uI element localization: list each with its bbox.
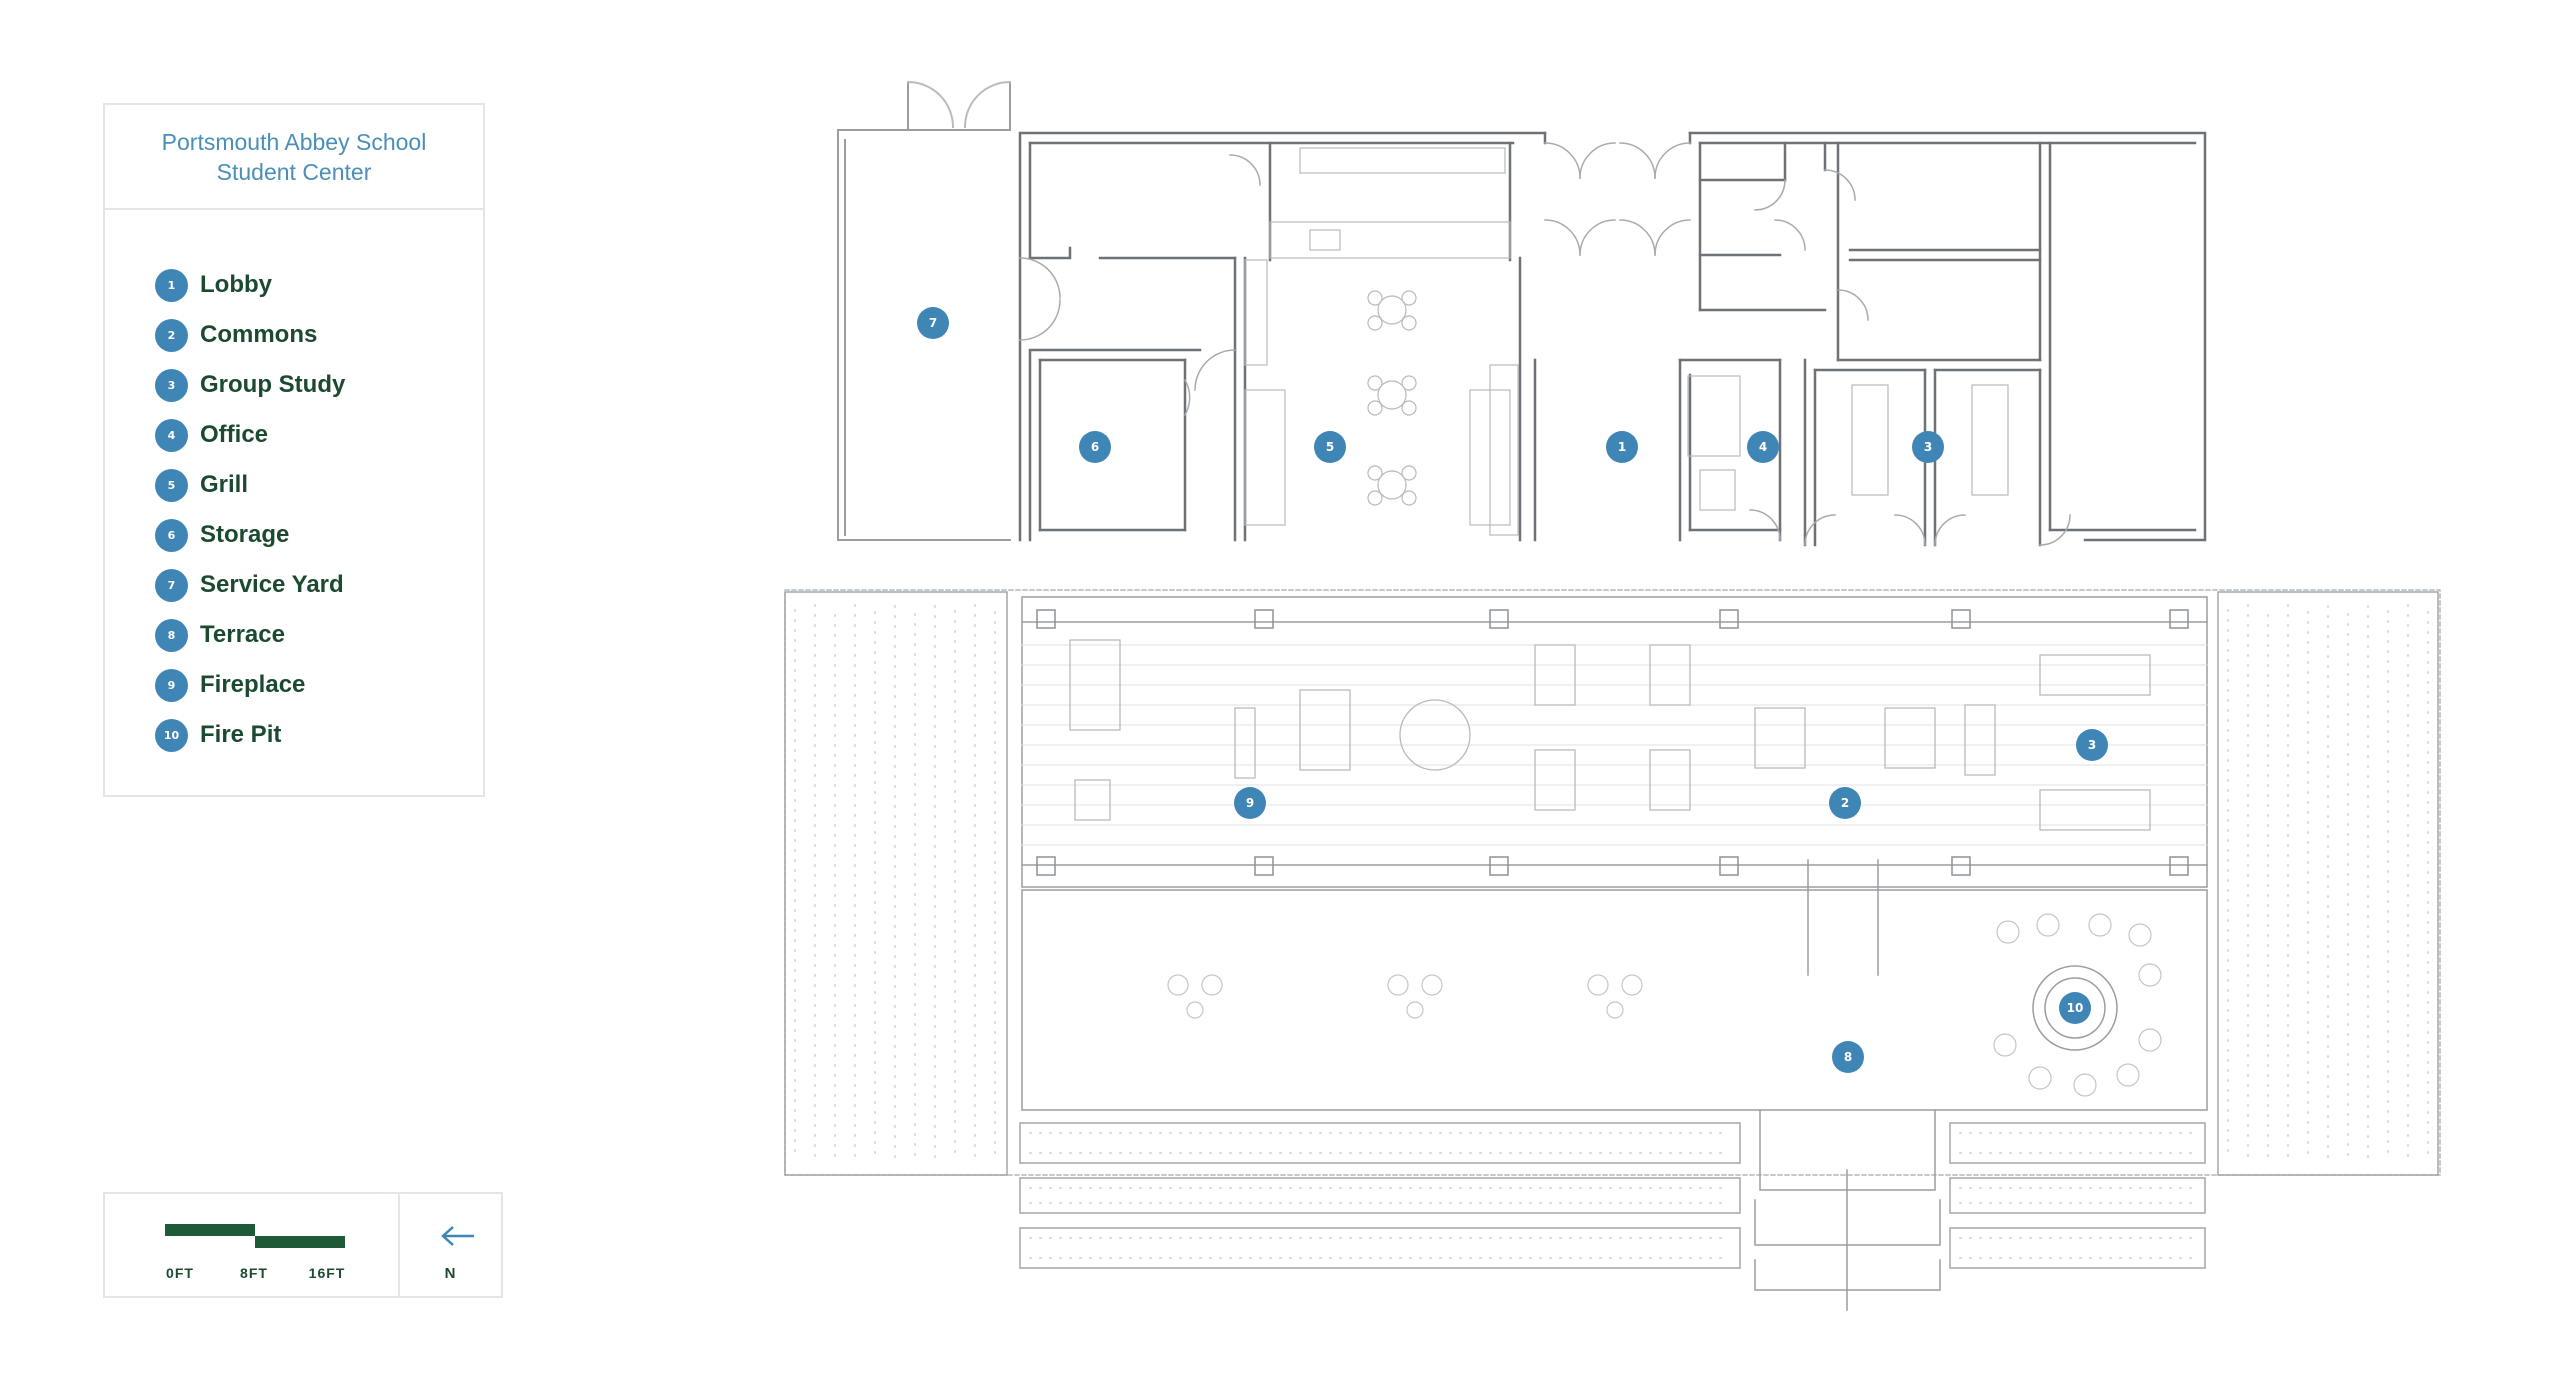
legend-item-fire-pit[interactable]: 10 Fire Pit — [155, 710, 483, 760]
legend-item-grill[interactable]: 5 Grill — [155, 460, 483, 510]
legend-label: Lobby — [200, 271, 272, 298]
building-walls — [1018, 131, 2207, 547]
legend-card: Portsmouth Abbey School Student Center 1… — [103, 103, 485, 797]
room-marker-label: 8 — [1844, 1050, 1852, 1064]
legend-item-service-yard[interactable]: 7 Service Yard — [155, 560, 483, 610]
room-marker-1[interactable] — [1606, 431, 1638, 463]
legend-item-group-study[interactable]: 3 Group Study — [155, 360, 483, 410]
title-line-2: Student Center — [216, 158, 372, 185]
legend-label: Office — [200, 421, 269, 448]
scale-bar-segment-1 — [165, 1224, 255, 1236]
legend-label: Grill — [200, 471, 249, 498]
number-badge: 5 — [155, 468, 188, 502]
terrace-chairs — [1167, 913, 2162, 1097]
room-marker-label: 9 — [1246, 796, 1254, 810]
north-label: N — [444, 1265, 456, 1282]
scale-bar-segment-2 — [255, 1236, 345, 1248]
room-marker-4[interactable] — [1747, 431, 1779, 463]
legend-title: Portsmouth Abbey School Student Center — [105, 105, 483, 210]
room-marker-5[interactable] — [1314, 431, 1346, 463]
title-line-1: Portsmouth Abbey School — [161, 128, 427, 155]
room-marker-label: 3 — [2088, 738, 2096, 752]
commons-deck — [784, 589, 2441, 1176]
deck-columns — [1036, 609, 2189, 876]
legend-label: Fireplace — [200, 671, 306, 698]
terrace — [1021, 859, 2208, 1311]
number-badge: 7 — [155, 568, 188, 602]
number-badge: 4 — [155, 418, 188, 452]
room-marker-label: 5 — [1326, 440, 1334, 454]
arrow-left-icon — [441, 1226, 474, 1246]
commons-furniture — [1069, 639, 2151, 831]
room-marker-label: 10 — [2067, 1001, 2084, 1015]
scale-label-0ft: 0FT — [166, 1265, 194, 1281]
number-badge: 10 — [155, 718, 188, 752]
room-marker-10[interactable] — [2059, 992, 2091, 1024]
number-badge: 3 — [155, 368, 188, 402]
legend-label: Group Study — [200, 371, 346, 398]
legend-label: Fire Pit — [200, 721, 282, 748]
legend-list: 1 Lobby 2 Commons 3 Group Study 4 Office… — [105, 210, 483, 760]
room-marker-label: 4 — [1759, 440, 1767, 454]
room-marker-7[interactable] — [917, 307, 949, 339]
room-marker-label: 2 — [1841, 796, 1849, 810]
deck-boards — [1021, 644, 2208, 846]
scale-north-card: 0FT 8FT 16FT N — [103, 1192, 503, 1298]
scale-label-8ft: 8FT — [240, 1265, 268, 1281]
legend-item-terrace[interactable]: 8 Terrace — [155, 610, 483, 660]
number-badge: 1 — [155, 268, 188, 302]
room-marker-3[interactable] — [1912, 431, 1944, 463]
number-badge: 2 — [155, 318, 188, 352]
number-badge: 9 — [155, 668, 188, 702]
service-yard-outline — [837, 80, 1012, 541]
scale-divider — [398, 1194, 400, 1296]
room-marker-6[interactable] — [1079, 431, 1111, 463]
legend-label: Storage — [200, 521, 290, 548]
room-marker-2[interactable] — [1829, 787, 1861, 819]
gravel-texture — [794, 604, 2429, 1259]
legend-label: Service Yard — [200, 571, 344, 598]
grill-furniture — [1244, 147, 2009, 536]
planting-beds — [784, 591, 2439, 1269]
room-marker-8[interactable] — [1832, 1041, 1864, 1073]
legend-item-fireplace[interactable]: 9 Fireplace — [155, 660, 483, 710]
room-marker-label: 7 — [929, 316, 937, 330]
legend-item-office[interactable]: 4 Office — [155, 410, 483, 460]
legend-label: Terrace — [200, 621, 285, 648]
legend-label: Commons — [200, 321, 318, 348]
room-marker-label: 3 — [1924, 440, 1932, 454]
scale-label-16ft: 16FT — [308, 1265, 346, 1281]
number-badge: 8 — [155, 618, 188, 652]
room-marker-9[interactable] — [1234, 787, 1266, 819]
legend-item-lobby[interactable]: 1 Lobby — [155, 260, 483, 310]
legend-item-storage[interactable]: 6 Storage — [155, 510, 483, 560]
room-marker-3[interactable] — [2076, 729, 2108, 761]
number-badge: 6 — [155, 518, 188, 552]
room-markers: 1 2 3 4 5 6 7 8 9 10 3 — [917, 307, 2108, 1073]
door-swings — [1019, 142, 2071, 546]
room-marker-label: 6 — [1091, 440, 1099, 454]
legend-item-commons[interactable]: 2 Commons — [155, 310, 483, 360]
room-marker-label: 1 — [1618, 440, 1626, 454]
